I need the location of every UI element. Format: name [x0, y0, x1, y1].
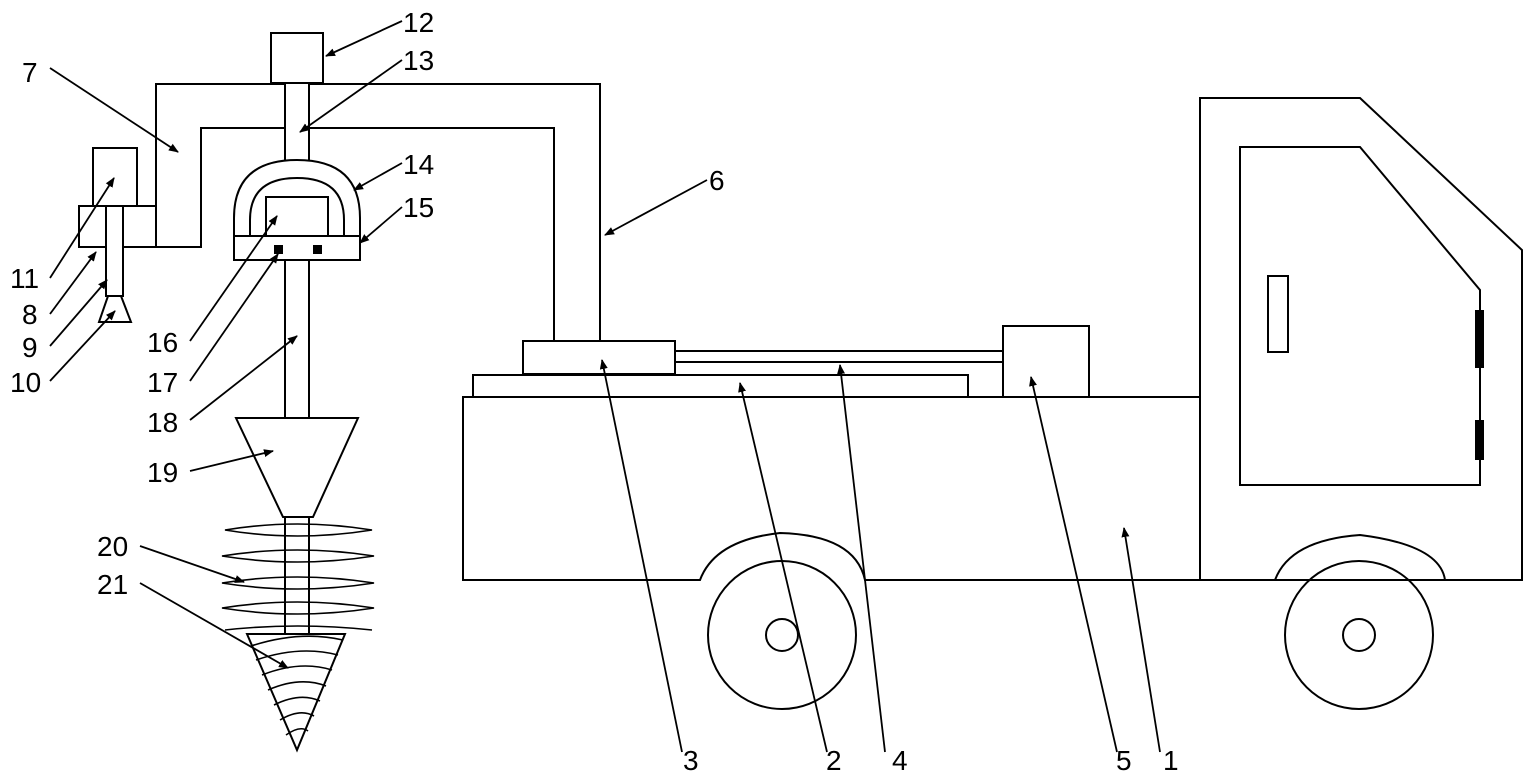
label-5: 5	[1116, 745, 1132, 776]
label-4: 4	[892, 745, 908, 776]
label-17: 17	[147, 367, 178, 398]
label-1: 1	[1163, 745, 1179, 776]
label-3: 3	[683, 745, 699, 776]
label-18: 18	[147, 407, 178, 438]
telescopic-rod	[105, 205, 124, 297]
label-21: 21	[97, 569, 128, 600]
drill-rod	[284, 259, 310, 419]
front-wheel	[1284, 560, 1434, 710]
label-19: 19	[147, 457, 178, 488]
auger-shaft	[284, 516, 310, 635]
door-hinge-lower	[1475, 420, 1484, 460]
hydraulic-cylinder	[1002, 325, 1090, 398]
bolt-right	[313, 245, 322, 254]
label-14: 14	[403, 149, 434, 180]
boom-frame	[155, 83, 601, 341]
label-11: 11	[10, 263, 39, 294]
arched-housing-inner	[249, 176, 345, 236]
truck	[462, 97, 1523, 710]
label-8: 8	[22, 299, 38, 330]
rear-wheel	[707, 560, 857, 710]
truck-body	[462, 396, 1447, 581]
slider-block	[522, 340, 676, 375]
label-9: 9	[22, 332, 38, 363]
label-20: 20	[97, 531, 128, 562]
bolt-left	[274, 245, 283, 254]
label-10: 10	[10, 367, 41, 398]
leader-lines	[49, 20, 1161, 753]
rear-wheel-hub	[765, 618, 799, 652]
nozzle-head	[97, 295, 133, 323]
base-plate	[233, 235, 361, 261]
label-15: 15	[403, 192, 434, 223]
drill-motor	[270, 32, 324, 84]
label-2: 2	[826, 745, 842, 776]
door-hinge-upper	[1475, 310, 1484, 368]
door-handle	[1267, 275, 1289, 353]
drill-bit-cone	[245, 633, 347, 753]
slide-rail-base	[472, 374, 969, 398]
gear-block	[265, 196, 329, 237]
push-rod	[674, 350, 1004, 363]
label-7: 7	[22, 57, 38, 88]
drill-bit-threads	[250, 635, 344, 736]
label-12: 12	[403, 7, 434, 38]
truck-cab	[1199, 97, 1523, 581]
label-6: 6	[709, 165, 725, 196]
cab-door	[1239, 146, 1481, 486]
front-wheel-hub	[1342, 618, 1376, 652]
auger-flights	[221, 523, 375, 631]
small-motor-box	[92, 147, 138, 207]
label-13: 13	[403, 45, 434, 76]
soil-funnel	[234, 417, 360, 518]
label-16: 16	[147, 327, 178, 358]
